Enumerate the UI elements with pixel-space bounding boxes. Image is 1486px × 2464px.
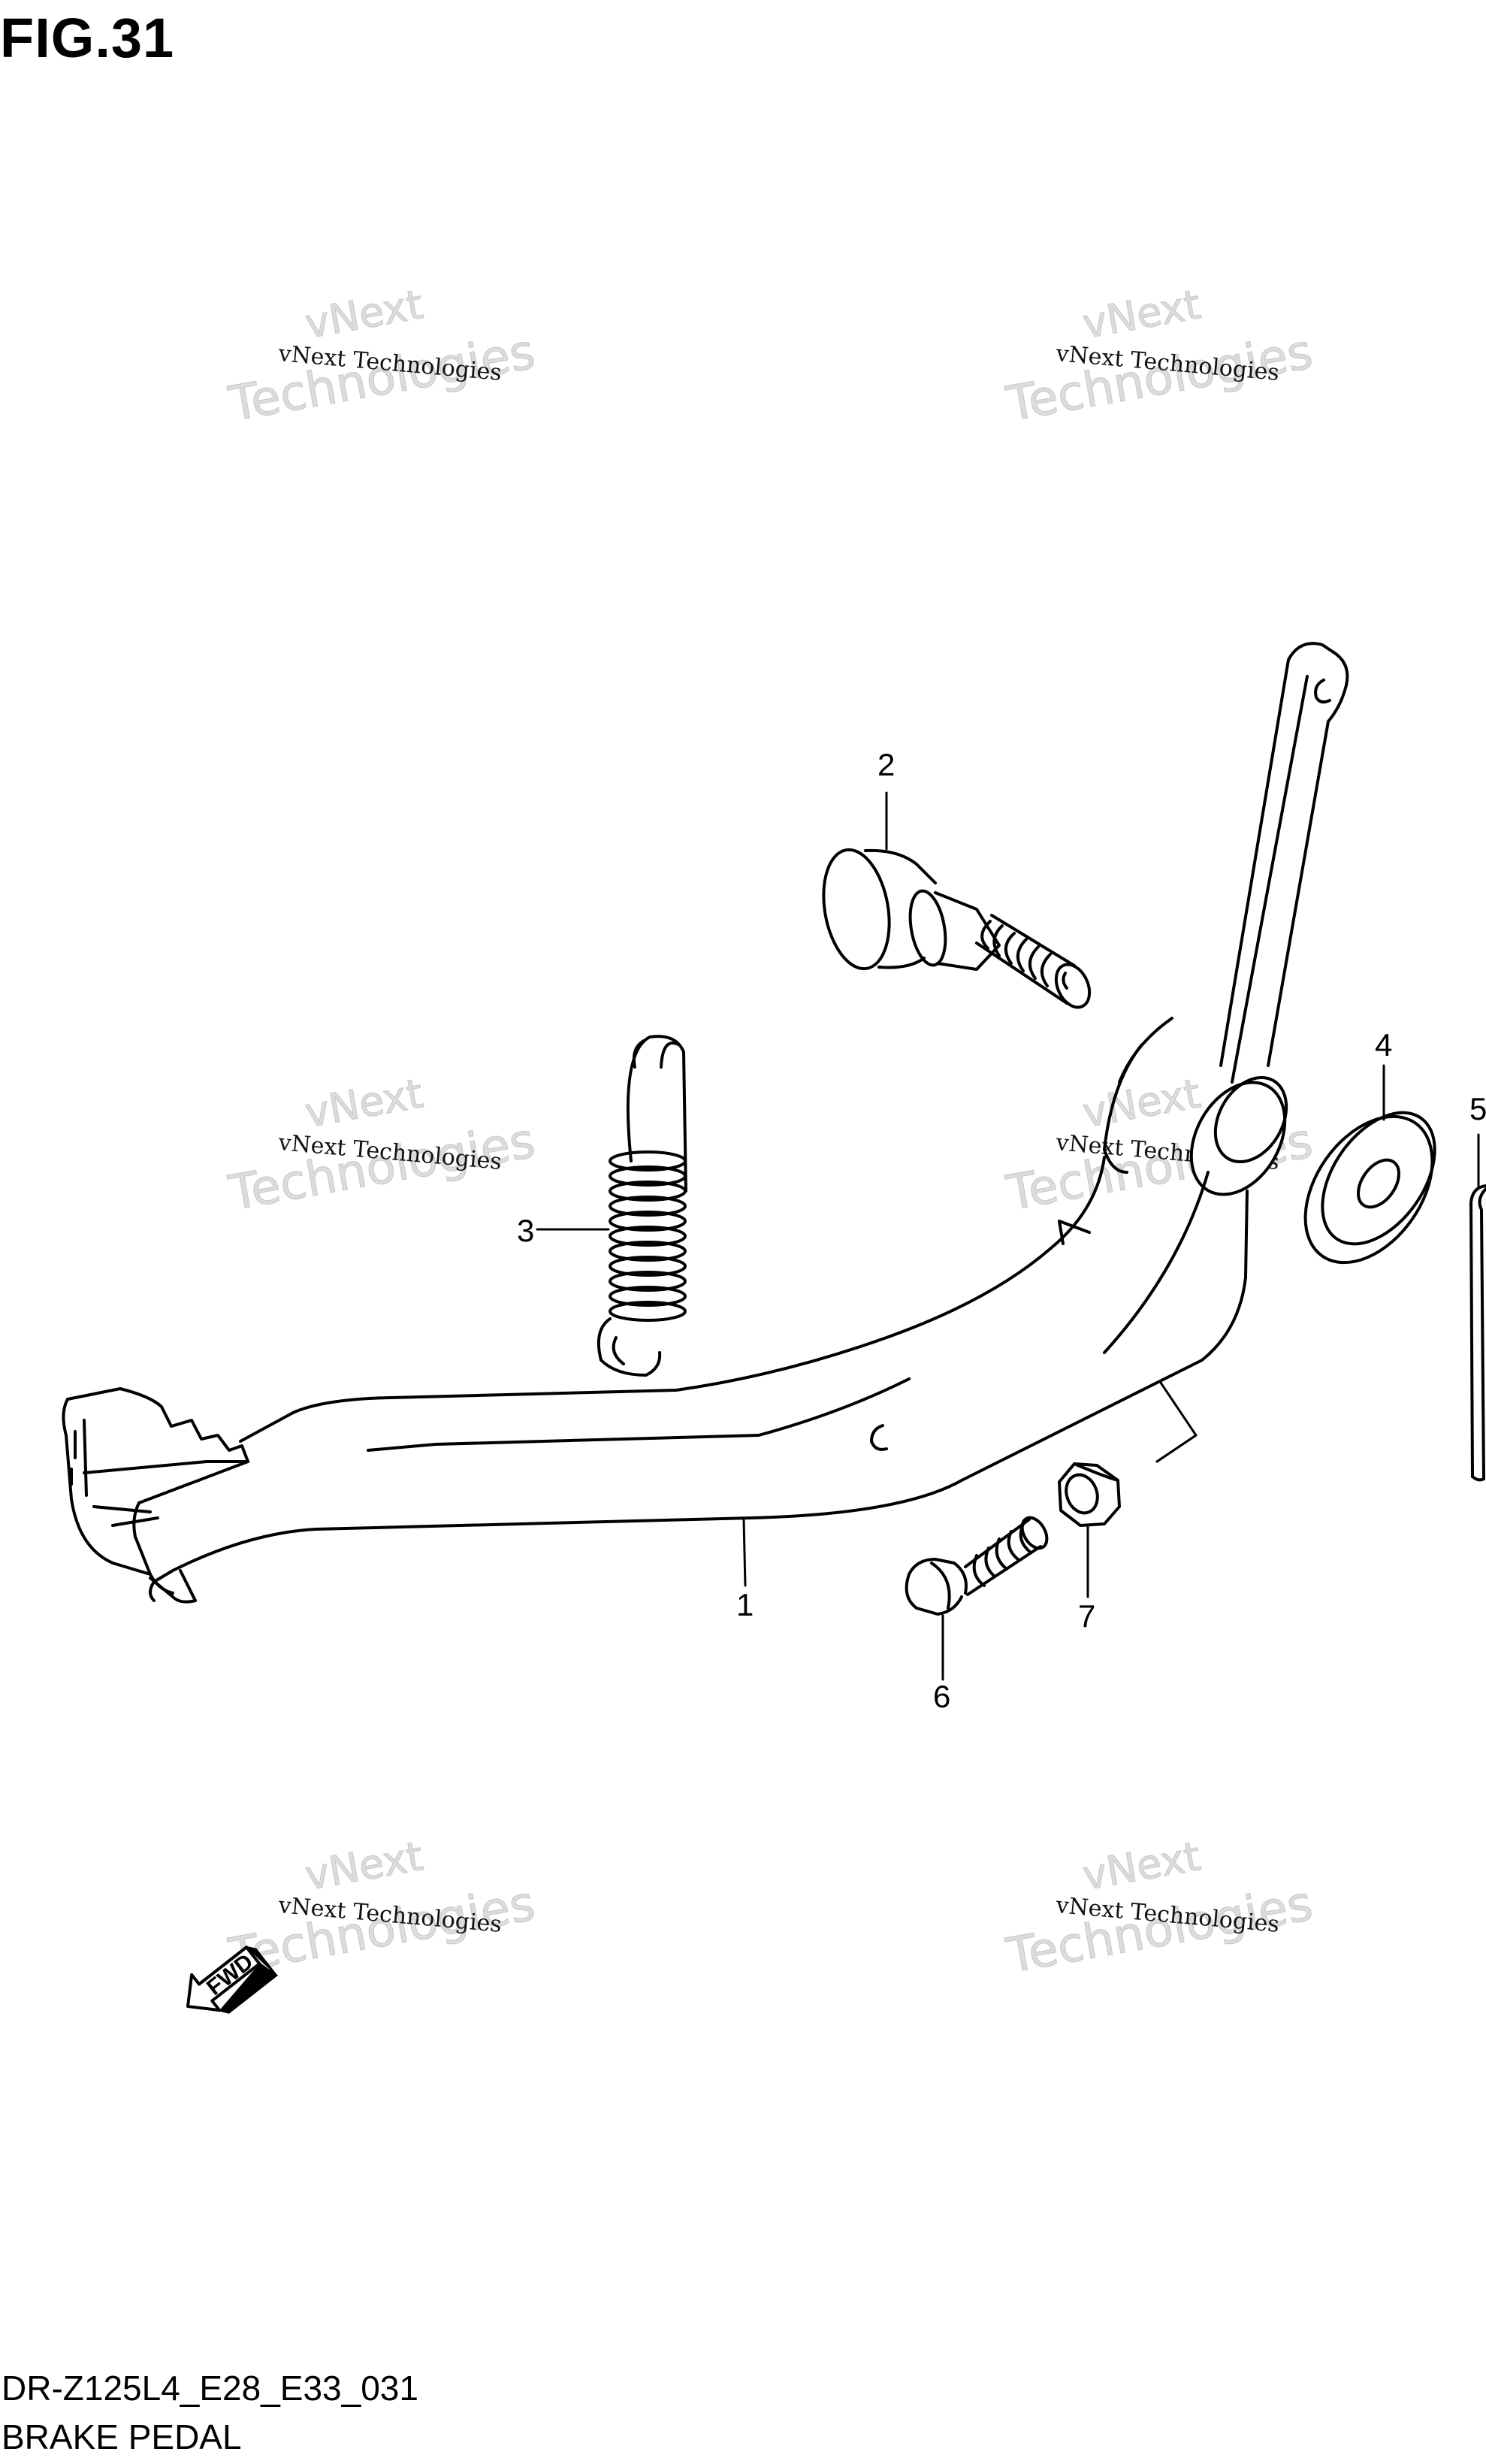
watermark-3: vNext Technologies vNext Technologies [224, 1069, 539, 1223]
callout-1: 1 [736, 1587, 754, 1622]
watermark-6: vNext Technologies vNext Technologies [1001, 1832, 1317, 1985]
watermark-big-a: vNext [301, 280, 426, 347]
callout-7: 7 [1078, 1598, 1095, 1634]
svg-text:vNext: vNext [1079, 1832, 1204, 1899]
watermark-2: vNext Technologies vNext Technologies [1001, 280, 1317, 434]
part-nut [1058, 1462, 1121, 1527]
figure-name: BRAKE PEDAL [2, 2417, 242, 2456]
part-pivot-shaft [822, 848, 1092, 1009]
part-pin [1469, 1184, 1486, 1482]
leader-1 [742, 1518, 747, 1587]
figure-title: FIG.31 [0, 7, 175, 69]
callout-3: 3 [517, 1213, 534, 1248]
svg-text:vNext: vNext [1079, 1069, 1204, 1136]
callout-6: 6 [933, 1679, 950, 1714]
model-code: DR-Z125L4_E28_E33_031 [2, 2369, 418, 2408]
fwd-arrow-icon [186, 1946, 261, 2012]
part-pedal-footpad [62, 1387, 249, 1604]
watermark-5: vNext Technologies vNext Technologies [224, 1832, 539, 1985]
svg-text:vNext: vNext [301, 1069, 426, 1136]
part-washer [1303, 1111, 1436, 1265]
part-bolt [905, 1516, 1049, 1616]
part-return-spring [597, 1035, 687, 1377]
leader-lines [536, 791, 1480, 1681]
svg-text:vNext: vNext [1079, 280, 1204, 347]
svg-text:vNext: vNext [301, 1832, 426, 1899]
part-brake-pedal [153, 642, 1349, 1583]
callout-4: 4 [1375, 1027, 1392, 1063]
callout-2: 2 [877, 747, 895, 782]
callout-5: 5 [1469, 1091, 1486, 1126]
callout-labels: 1 2 3 4 5 6 7 [517, 747, 1486, 1714]
watermark-1: vNext Technologies vNext Technologies [224, 280, 539, 434]
watermark-group: vNext Technologies vNext Technologies vN… [224, 280, 1317, 1985]
